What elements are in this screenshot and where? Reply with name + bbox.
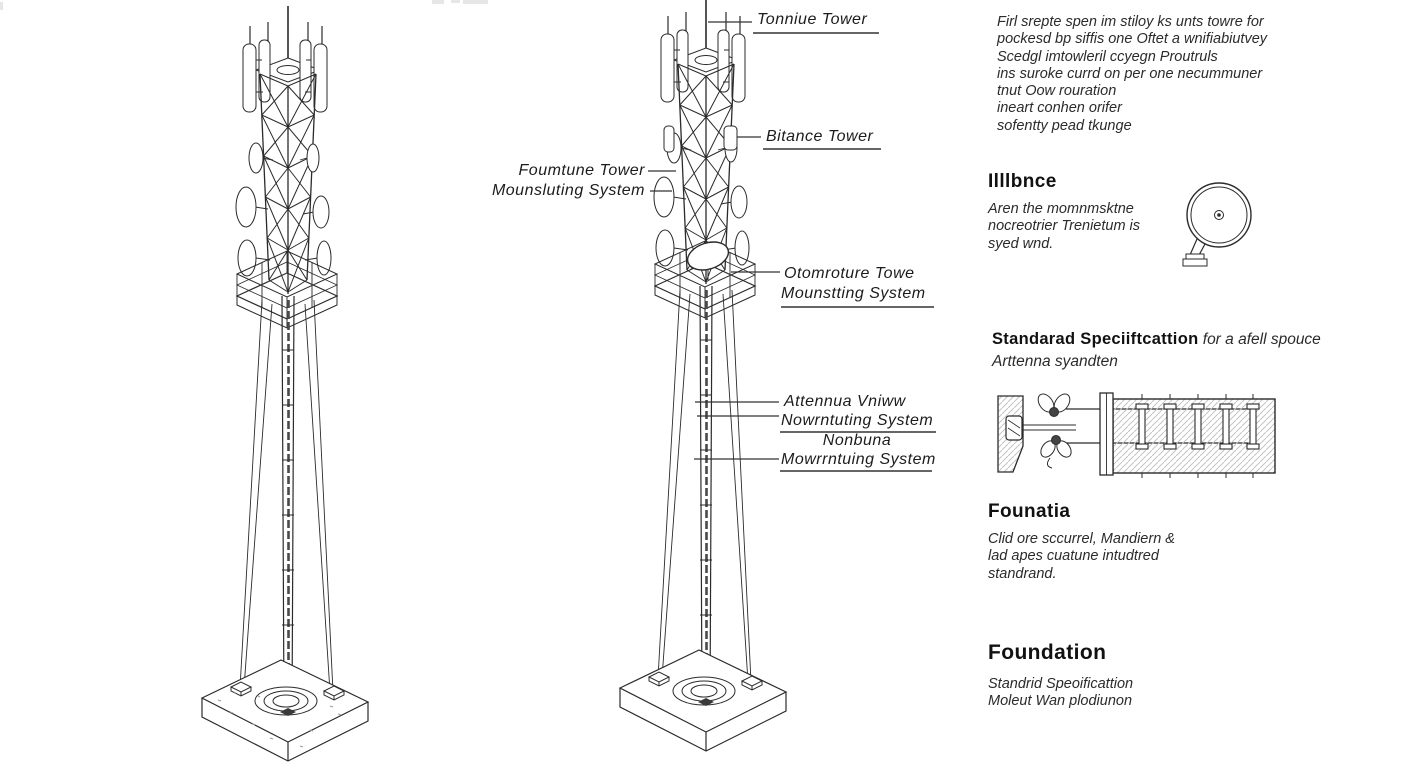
label-attenna-line3: Nonbuna — [822, 432, 892, 449]
standard-spec-rest: for a afell spouce — [1198, 331, 1321, 348]
left-tower-illustration — [200, 4, 370, 763]
foundation-paragraph: Standrid Speoificattion Moleut Wan plodi… — [988, 676, 1133, 711]
dish-top-view-drawing — [1182, 182, 1252, 267]
label-foumtune-line2: Mounsluting System — [491, 182, 645, 199]
label-attenna-line1: Attennua Vniww — [784, 393, 906, 410]
intro-line: tnut Oow rouration — [997, 83, 1117, 100]
founatia-line: Clid ore sccurrel, Mandiern & — [988, 531, 1175, 547]
leader-lines — [648, 21, 936, 472]
foundation-line: Standrid Speoificattion — [988, 676, 1134, 692]
founatia-heading: Founatia — [988, 501, 1071, 522]
label-attenna-line4: Mowrrntuing System — [781, 451, 936, 468]
standard-spec-line2: Arttenna syandten — [992, 353, 1118, 370]
slab-speckles — [217, 691, 342, 748]
wall-anchor-section-drawing — [997, 392, 1276, 478]
illbnce-line: Aren the momnmsktne — [988, 201, 1134, 217]
scan-artifacts — [0, 0, 488, 10]
illbnce-line: nocreotrier Trenietum is — [988, 218, 1141, 235]
illbnce-heading: Illlbnce — [988, 171, 1057, 192]
intro-line: Scedgl imtowleril ccyegn Proutruls — [997, 48, 1218, 65]
intro-line: pockesd bp siffis one Oftet a wnifiabiut… — [997, 31, 1268, 48]
standard-spec-bold: Standarad Speciiftcattion — [992, 330, 1199, 348]
standard-spec-heading: Standarad Speciiftcattion for a afell sp… — [992, 330, 1321, 349]
intro-line: ineart conhen orifer — [997, 100, 1122, 117]
middle-tower-illustration — [618, 0, 788, 753]
label-otomoture-line1: Otomroture Towe — [784, 265, 915, 282]
intro-paragraph: Firl srepte spen im stiloy ks unts towre… — [997, 14, 1267, 135]
foundation-heading: Foundation — [988, 641, 1107, 664]
label-attenna-line2: Nowrntuting System — [781, 412, 934, 429]
foundation-line: Moleut Wan plodiunon — [988, 693, 1133, 710]
label-btance-tower: Bitance Tower — [766, 128, 874, 145]
illbnce-line: syed wnd. — [988, 235, 1054, 252]
founatia-line: standrand. — [988, 565, 1057, 582]
intro-line: sofentty pead tkunge — [997, 117, 1132, 134]
label-otomoture-line2: Mounstting System — [781, 285, 926, 302]
label-foumtune-line1: Foumtune Tower — [518, 162, 645, 179]
founatia-paragraph: Clid ore sccurrel, Mandiern & lad apes c… — [988, 531, 1175, 583]
label-tonniue-tower: Tonniue Tower — [757, 11, 868, 28]
intro-line: ins suroke currd on per one necummuner — [997, 65, 1263, 82]
illbnce-paragraph: Aren the momnmsktne nocreotrier Trenietu… — [988, 201, 1140, 253]
intro-line: Firl srepte spen im stiloy ks unts towre… — [997, 14, 1264, 30]
label-foumtune-tower: Foumtune Tower Mounsluting System — [455, 161, 645, 201]
founatia-line: lad apes cuatune intudtred — [988, 548, 1159, 565]
label-otomoture-tower: Otomroture Towe Mounstting System — [781, 264, 926, 304]
